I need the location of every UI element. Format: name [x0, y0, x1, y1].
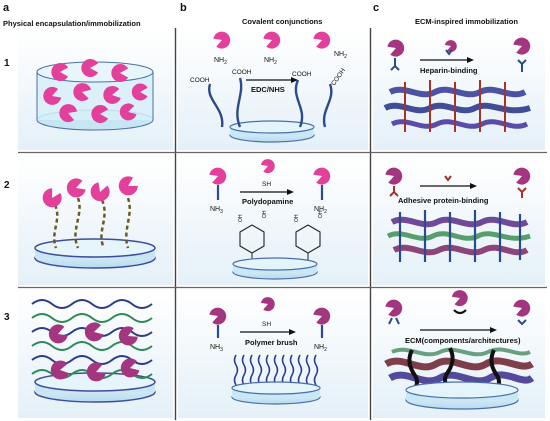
panel-title-b: Covalent conjunctions: [242, 17, 322, 26]
b3-sh-label: SH: [262, 321, 271, 328]
b1-cooh-3: COOH: [292, 71, 312, 78]
b1-cooh-2: COOH: [232, 69, 252, 76]
panel-letter-c: c: [373, 2, 379, 14]
c2-adhesive-scheme: Adhesive protein-binding: [383, 165, 533, 262]
b2-polydopamine-label: Polydopamine: [242, 197, 293, 206]
a3-layered-surface: [31, 299, 156, 403]
b2-nh3-label: NH3: [210, 206, 223, 215]
b1-nh2-label: NH2: [214, 57, 227, 66]
b2-oh-2: OH: [262, 210, 268, 218]
b1-nh2-label-3: NH2: [334, 51, 347, 60]
b2-sh-label: SH: [262, 181, 271, 188]
b2-polydopamine-scheme: NH3 SH Polydopamine NH2 OH OH OH OH: [207, 157, 333, 280]
b1-edc-nhs-label: EDC/NHS: [251, 85, 285, 94]
c3-ecm-label: ECM(components/architectures): [405, 336, 521, 345]
c3-ecm-scheme: ECM(components/architectures): [383, 287, 535, 410]
panel-letter-a: a: [3, 2, 10, 14]
row-number-1: 1: [4, 58, 10, 69]
b1-edc-nhs-scheme: NH2 NH2 NH2 COOH COOH COOH COOH EDC/NHS: [190, 29, 347, 143]
a2-dashed-linker-surface: [34, 173, 156, 269]
panel-letter-b: b: [180, 2, 187, 14]
b2-oh-3: OH: [294, 214, 300, 222]
b3-nh2-label: NH2: [314, 344, 327, 353]
panel-title-c: ECM-inspired immobilization: [415, 17, 518, 26]
b2-nh2-label: NH2: [314, 206, 327, 215]
panel-title-a: Physical encapsulation/immobilization: [3, 19, 141, 28]
c1-heparin-label: Heparin-binding: [420, 66, 478, 75]
b2-oh-1: OH: [238, 214, 244, 222]
b1-cooh-1: COOH: [190, 77, 210, 84]
c1-heparin-scheme: Heparin-binding: [383, 35, 533, 132]
b3-nh3-label: NH3: [210, 344, 223, 353]
row-number-3: 3: [4, 312, 10, 323]
c2-adhesive-label: Adhesive protein-binding: [398, 196, 489, 205]
b2-oh-4: OH: [318, 210, 324, 218]
b3-polymer-brush-label: Polymer brush: [245, 338, 298, 347]
a1-hydrogel-container: [36, 59, 154, 131]
b3-polymer-brush-scheme: NH3 SH Polymer brush NH2: [207, 295, 333, 405]
row-number-2: 2: [4, 180, 10, 191]
b1-nh2-label-2: NH2: [264, 57, 277, 66]
